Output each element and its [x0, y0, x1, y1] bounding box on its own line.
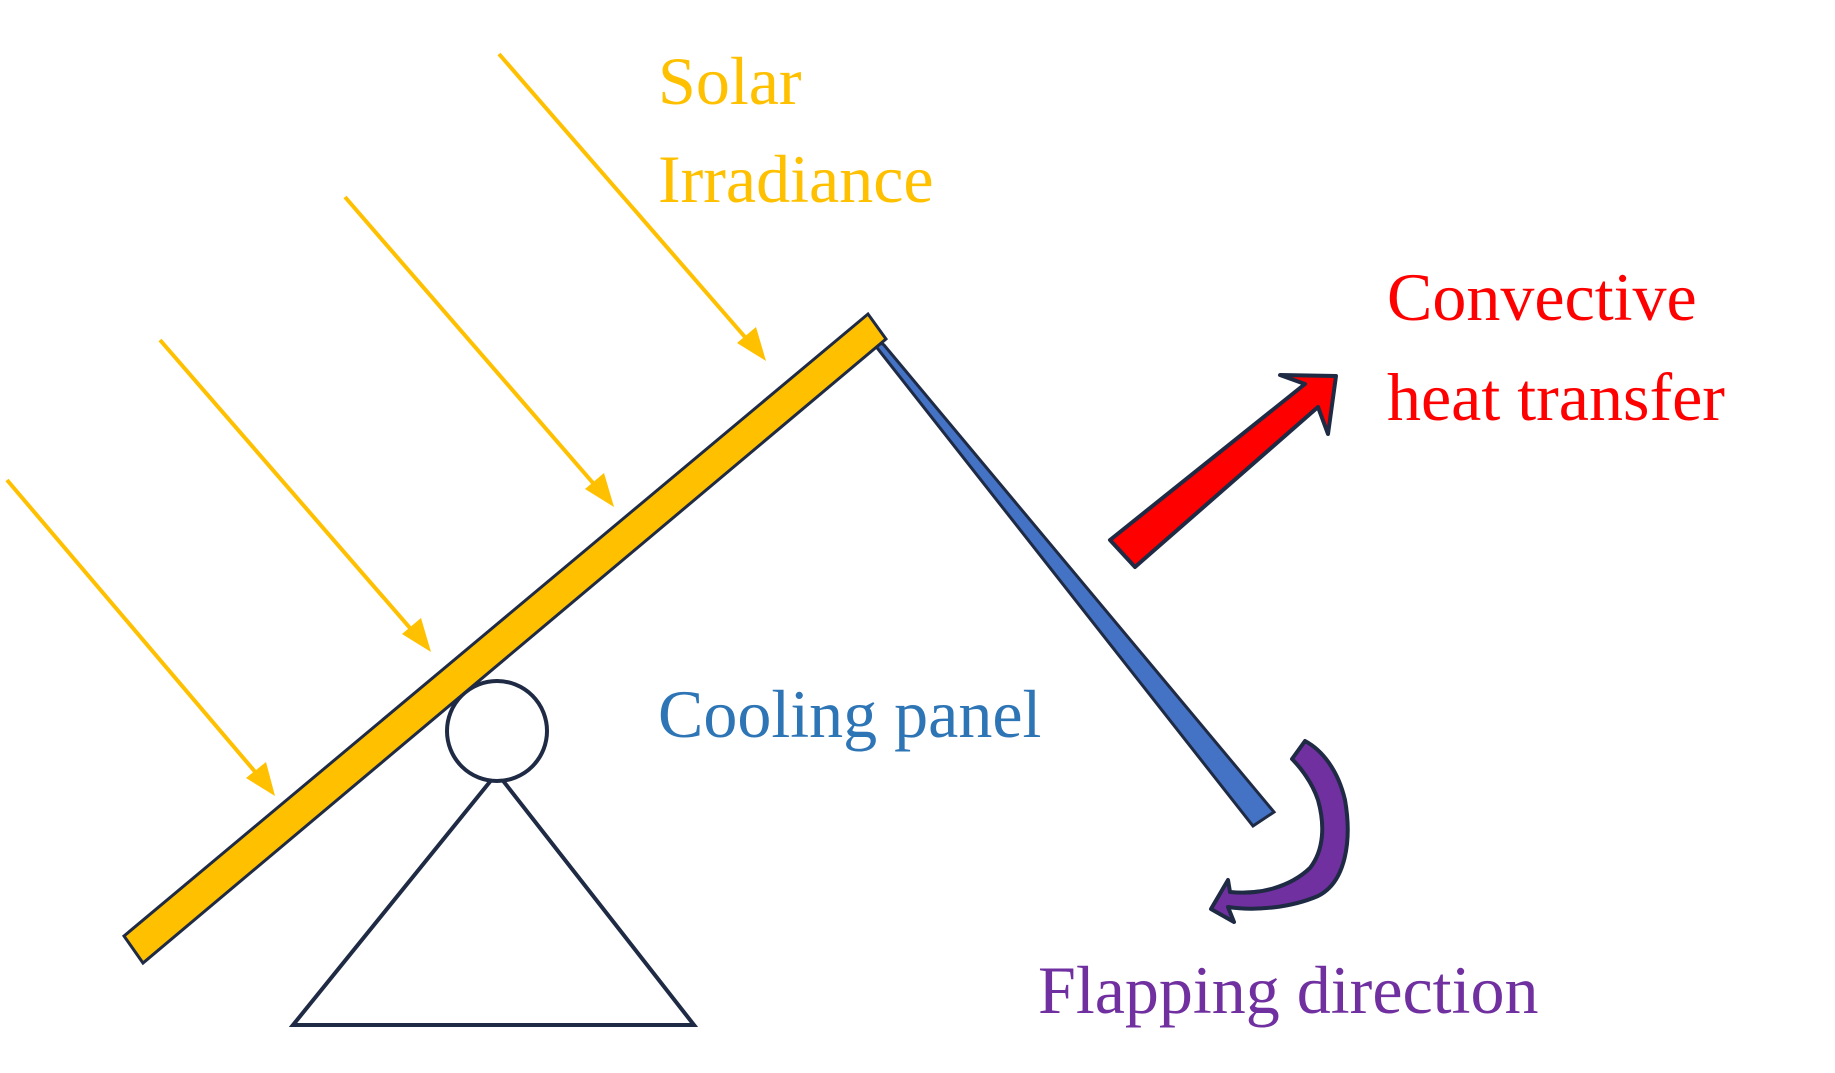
solar-ray: [5, 478, 270, 789]
solar-ray-arrowhead: [402, 618, 431, 652]
flapping-direction-arrow: [1209, 739, 1350, 924]
cooling-panel-label: Cooling panel: [658, 676, 1041, 752]
solar-ray: [497, 52, 760, 354]
solar-ray-arrowhead: [246, 762, 275, 796]
solar-irradiance-rays: [5, 52, 766, 796]
flapping-direction-label: Flapping direction: [1038, 952, 1538, 1028]
convective-heat-transfer-label-line2: heat transfer: [1387, 359, 1725, 435]
convective-heat-transfer-label-line1: Convective: [1387, 259, 1697, 335]
solar-irradiance-label-line2: Irradiance: [658, 141, 934, 217]
pivot-hinge: [445, 679, 549, 783]
solar-ray: [158, 338, 425, 645]
solar-ray-arrowhead: [585, 473, 614, 507]
support-triangle: [288, 769, 699, 1027]
solar-panel: [121, 311, 889, 966]
solar-irradiance-label-line1: Solar: [658, 43, 802, 119]
solar-ray: [343, 195, 608, 500]
convective-heat-transfer-arrow: [1108, 373, 1338, 569]
solar-ray-arrowhead: [737, 327, 766, 361]
